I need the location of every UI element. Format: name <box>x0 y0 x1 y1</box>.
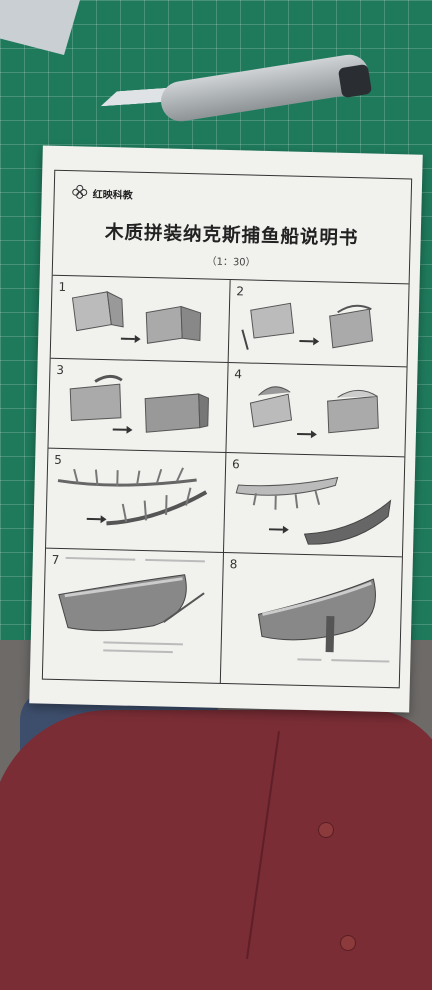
knife-end-cap <box>338 64 372 98</box>
step-8-illustration <box>221 553 402 688</box>
step-3-illustration <box>48 359 227 452</box>
instruction-sheet: 红映科教 木质拼装纳克斯捕鱼船说明书 （1：30） 1 2 <box>29 145 423 712</box>
step-panel-4: 4 <box>226 363 406 457</box>
step-panel-1: 1 <box>51 276 231 363</box>
step-2-illustration <box>229 280 409 366</box>
steps-grid: 1 2 <box>43 275 409 689</box>
step-panel-8: 8 <box>221 553 402 688</box>
step-panel-3: 3 <box>48 359 228 453</box>
step-panel-5: 5 <box>46 449 226 553</box>
shirt <box>0 710 432 990</box>
step-5-illustration <box>46 449 225 552</box>
step-1-illustration <box>51 276 230 362</box>
step-7-illustration <box>43 549 223 684</box>
shirt-button <box>318 822 334 838</box>
step-panel-6: 6 <box>224 453 404 557</box>
page-title: 木质拼装纳克斯捕鱼船说明书 <box>53 217 410 252</box>
scale-label: （1：30） <box>53 249 409 273</box>
shirt-button <box>340 935 356 951</box>
logo-text: 红映科教 <box>93 185 133 201</box>
step-4-illustration <box>226 363 406 456</box>
step-6-illustration <box>224 453 404 556</box>
flower-logo-icon <box>68 181 91 204</box>
sheet-frame: 红映科教 木质拼装纳克斯捕鱼船说明书 （1：30） 1 2 <box>42 170 412 689</box>
step-panel-7: 7 <box>43 549 224 684</box>
step-panel-2: 2 <box>229 280 409 367</box>
logo: 红映科教 <box>68 181 133 205</box>
